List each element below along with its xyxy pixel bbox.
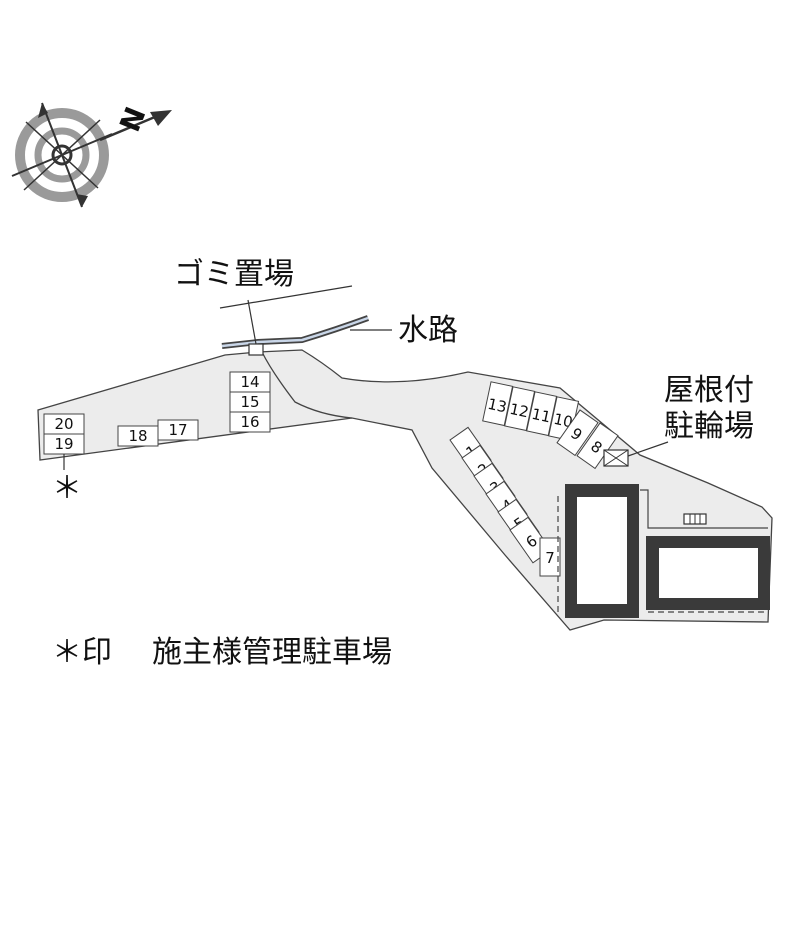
parking-slot: 9 <box>556 409 599 457</box>
parking-slot: 20 <box>43 413 85 435</box>
note-mark: ＊印 <box>52 635 112 670</box>
building-main <box>565 484 639 618</box>
bicycle-parking <box>603 449 629 467</box>
waterway-label: 水路 <box>398 313 458 348</box>
parking-slot: 15 <box>229 391 271 413</box>
slot-number: 11 <box>530 405 552 427</box>
slot-number: 17 <box>168 421 187 439</box>
parking-slot: 17 <box>157 419 199 441</box>
garbage-area <box>248 343 264 356</box>
parking-slot: 18 <box>117 425 159 447</box>
slot-number: 14 <box>240 373 259 391</box>
parking-slot: 14 <box>229 371 271 393</box>
parking-slot: 7 <box>539 537 561 577</box>
building-annex <box>646 536 770 610</box>
north-arrow-icon <box>11 102 172 208</box>
parking-slot: 13 <box>482 381 514 427</box>
waterway <box>221 315 370 349</box>
parking-slot: 12 <box>504 386 536 432</box>
slot-number: 12 <box>508 400 530 422</box>
parking-left: 20 19 18 17 14 15 16 <box>43 371 271 455</box>
access-road-edge <box>261 351 353 419</box>
slot-number: 19 <box>54 435 73 453</box>
owner-managed-marker: ＊ <box>52 471 82 506</box>
slot-number: 16 <box>240 413 259 431</box>
slot-number: 13 <box>486 395 508 417</box>
slot-number: 20 <box>54 415 73 433</box>
parking-diagonal: 1 2 3 4 5 6 7 <box>449 426 561 577</box>
parking-slot: 11 <box>526 391 558 437</box>
slot-number: 18 <box>128 427 147 445</box>
bicycle-label-line1: 屋根付 <box>664 373 754 408</box>
slot-number: 15 <box>240 393 259 411</box>
slot-number: 7 <box>545 549 555 567</box>
garbage-label: ゴミ置場 <box>174 257 294 292</box>
note-text: 施主様管理駐車場 <box>152 635 392 670</box>
parking-slot: 19 <box>43 433 85 455</box>
parking-top: 13 12 11 10 9 8 <box>482 381 619 470</box>
bicycle-label-line2: 駐輪場 <box>664 409 754 444</box>
parking-slot: 16 <box>229 411 271 433</box>
